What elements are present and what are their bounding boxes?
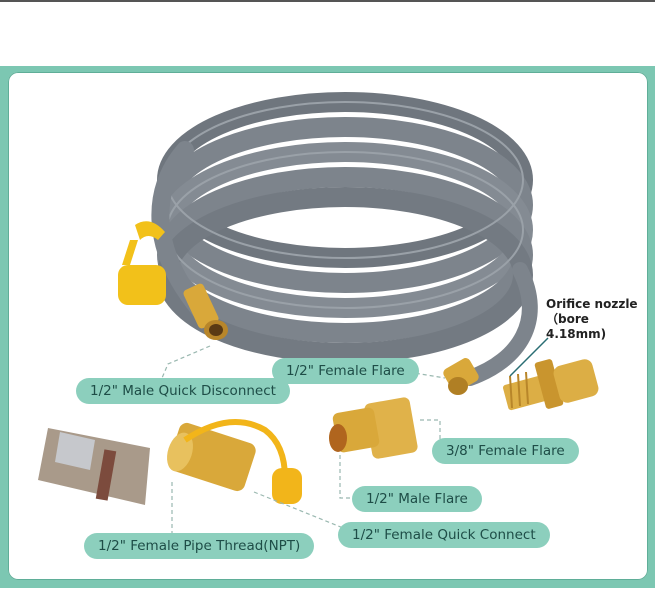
top-border-line [0,0,655,2]
orifice-pointer-line [509,337,549,377]
hose-coil-image [151,92,538,386]
label-half-female-flare: 1/2" Female Flare [272,358,419,384]
label-female-quick-connect: 1/2" Female Quick Connect [338,522,550,548]
orifice-nozzle-note: Orifice nozzle （bore 4.18mm) [546,297,638,342]
label-female-pipe-thread: 1/2" Female Pipe Thread(NPT) [84,533,315,559]
flare-adapter-image [329,397,418,459]
label-male-quick-disconnect: 1/2" Male Quick Disconnect [76,378,290,404]
label-male-flare: 1/2" Male Flare [352,486,482,512]
male-quick-disconnect-fitting [183,283,228,340]
yellow-dust-cap [118,221,166,305]
orifice-note-line1: Orifice nozzle [546,297,638,311]
orifice-note-line3: 4.18mm) [546,327,607,341]
label-three-eighths-female-flare: 3/8" Female Flare [432,438,579,464]
hardware-bag-image [38,428,150,505]
callout-lines [161,345,446,540]
female-quick-connect-image [167,419,302,504]
orifice-nozzle-image [502,359,599,411]
orifice-note-line2: （bore [546,312,589,326]
female-flare-hose-end [443,358,479,395]
